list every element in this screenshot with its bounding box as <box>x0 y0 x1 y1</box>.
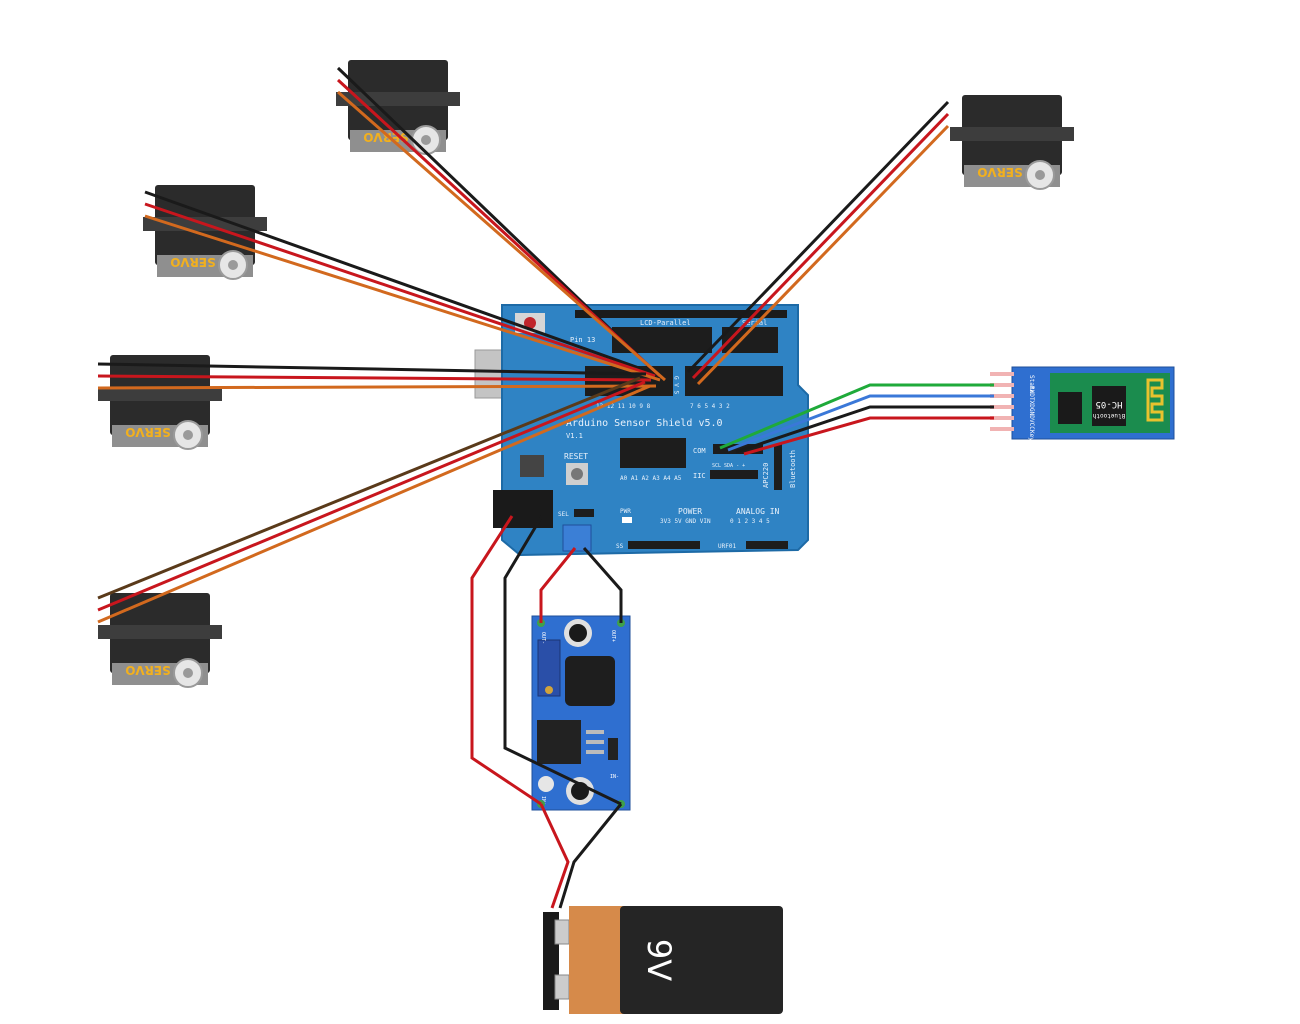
pins-left-label: 13 12 11 10 9 8 <box>596 403 651 410</box>
analog-gvs-header <box>620 438 686 468</box>
iic-label: IIC <box>693 472 706 480</box>
battery-label: 9V <box>640 939 678 981</box>
arduino-sensor-shield: LCD-Parallel Serial Pin 13 G V S 13 12 1… <box>474 304 809 557</box>
analog-in-label: ANALOG IN <box>736 507 780 516</box>
servo-top-right: SERVO <box>949 94 1075 190</box>
hc05-pin-vcc: VCC <box>1028 419 1035 430</box>
urf01-label: URF01 <box>718 543 736 550</box>
buck-out-minus: OUT- <box>540 632 546 644</box>
sel-label: SEL <box>558 511 569 518</box>
hc05-pin-gnd: GND <box>1028 408 1035 419</box>
pwr-led <box>622 517 632 523</box>
analog-header-label: A0 A1 A2 A3 A4 A5 <box>620 475 682 482</box>
com-label: COM <box>693 447 706 455</box>
battery-9v: 9V <box>543 906 783 1014</box>
svg-text:SERVO: SERVO <box>170 255 215 269</box>
dc-power-jack <box>493 490 553 528</box>
apc220-label: APC220 <box>762 463 770 488</box>
power-label: POWER <box>678 507 702 516</box>
hc05-pin-rxd: RXD <box>1028 386 1035 397</box>
servo-upper-left: SERVO <box>142 184 268 280</box>
hc05-pin-state: State <box>1028 375 1035 393</box>
buck-out-plus: OUT+ <box>610 630 616 642</box>
hc05-pin-headers <box>990 372 1014 431</box>
svg-text:SERVO: SERVO <box>977 165 1022 179</box>
power-pins-label: 3V3 5V GND VIN <box>660 518 711 525</box>
ss-label: SS <box>616 543 624 550</box>
hc05-model: HC-05 <box>1095 399 1122 409</box>
serial-label: Serial <box>742 319 767 327</box>
buck-converter-module: OUT- OUT+ IN+ IN- <box>531 615 631 811</box>
servo-middle-left: SERVO <box>97 354 223 450</box>
hc05-pin-txd: TXD <box>1028 397 1035 408</box>
analog-pins-label: 0 1 2 3 4 5 <box>730 518 770 525</box>
shield-version: V1.1 <box>566 432 583 440</box>
gvs-left-label: G V S <box>673 376 680 394</box>
buck-in-minus: IN- <box>610 774 619 780</box>
shield-title: Arduino Sensor Shield v5.0 <box>566 418 723 429</box>
pins-right-label: 7 6 5 4 3 2 <box>690 403 730 410</box>
bluetooth-label: Bluetooth <box>789 450 797 488</box>
hc05-bluetooth-module: HC-05 Bluetooth State RXD TXD GND VCC Ke… <box>990 366 1175 441</box>
svg-text:SERVO: SERVO <box>125 663 170 677</box>
servo-lower-left: SERVO <box>97 592 223 688</box>
power-terminal-block <box>562 524 592 552</box>
lcd-parallel-label: LCD-Parallel <box>640 319 691 327</box>
reset-label: RESET <box>564 452 588 461</box>
svg-text:SERVO: SERVO <box>125 425 170 439</box>
hc05-pin-key: Key <box>1028 430 1035 441</box>
lcd-parallel-header <box>612 327 712 353</box>
pin13-label: Pin 13 <box>570 336 595 344</box>
com-header <box>713 444 763 454</box>
pwr-led-label: PWR <box>620 508 631 515</box>
wires <box>97 66 994 909</box>
buck-in-plus: IN+ <box>540 796 546 805</box>
iic-pins-label: SCL SDA - + <box>712 463 745 469</box>
iic-header <box>710 470 758 479</box>
hc05-sublabel: Bluetooth <box>1092 412 1125 419</box>
top-header-pins <box>575 310 787 318</box>
bluetooth-header <box>774 444 782 490</box>
